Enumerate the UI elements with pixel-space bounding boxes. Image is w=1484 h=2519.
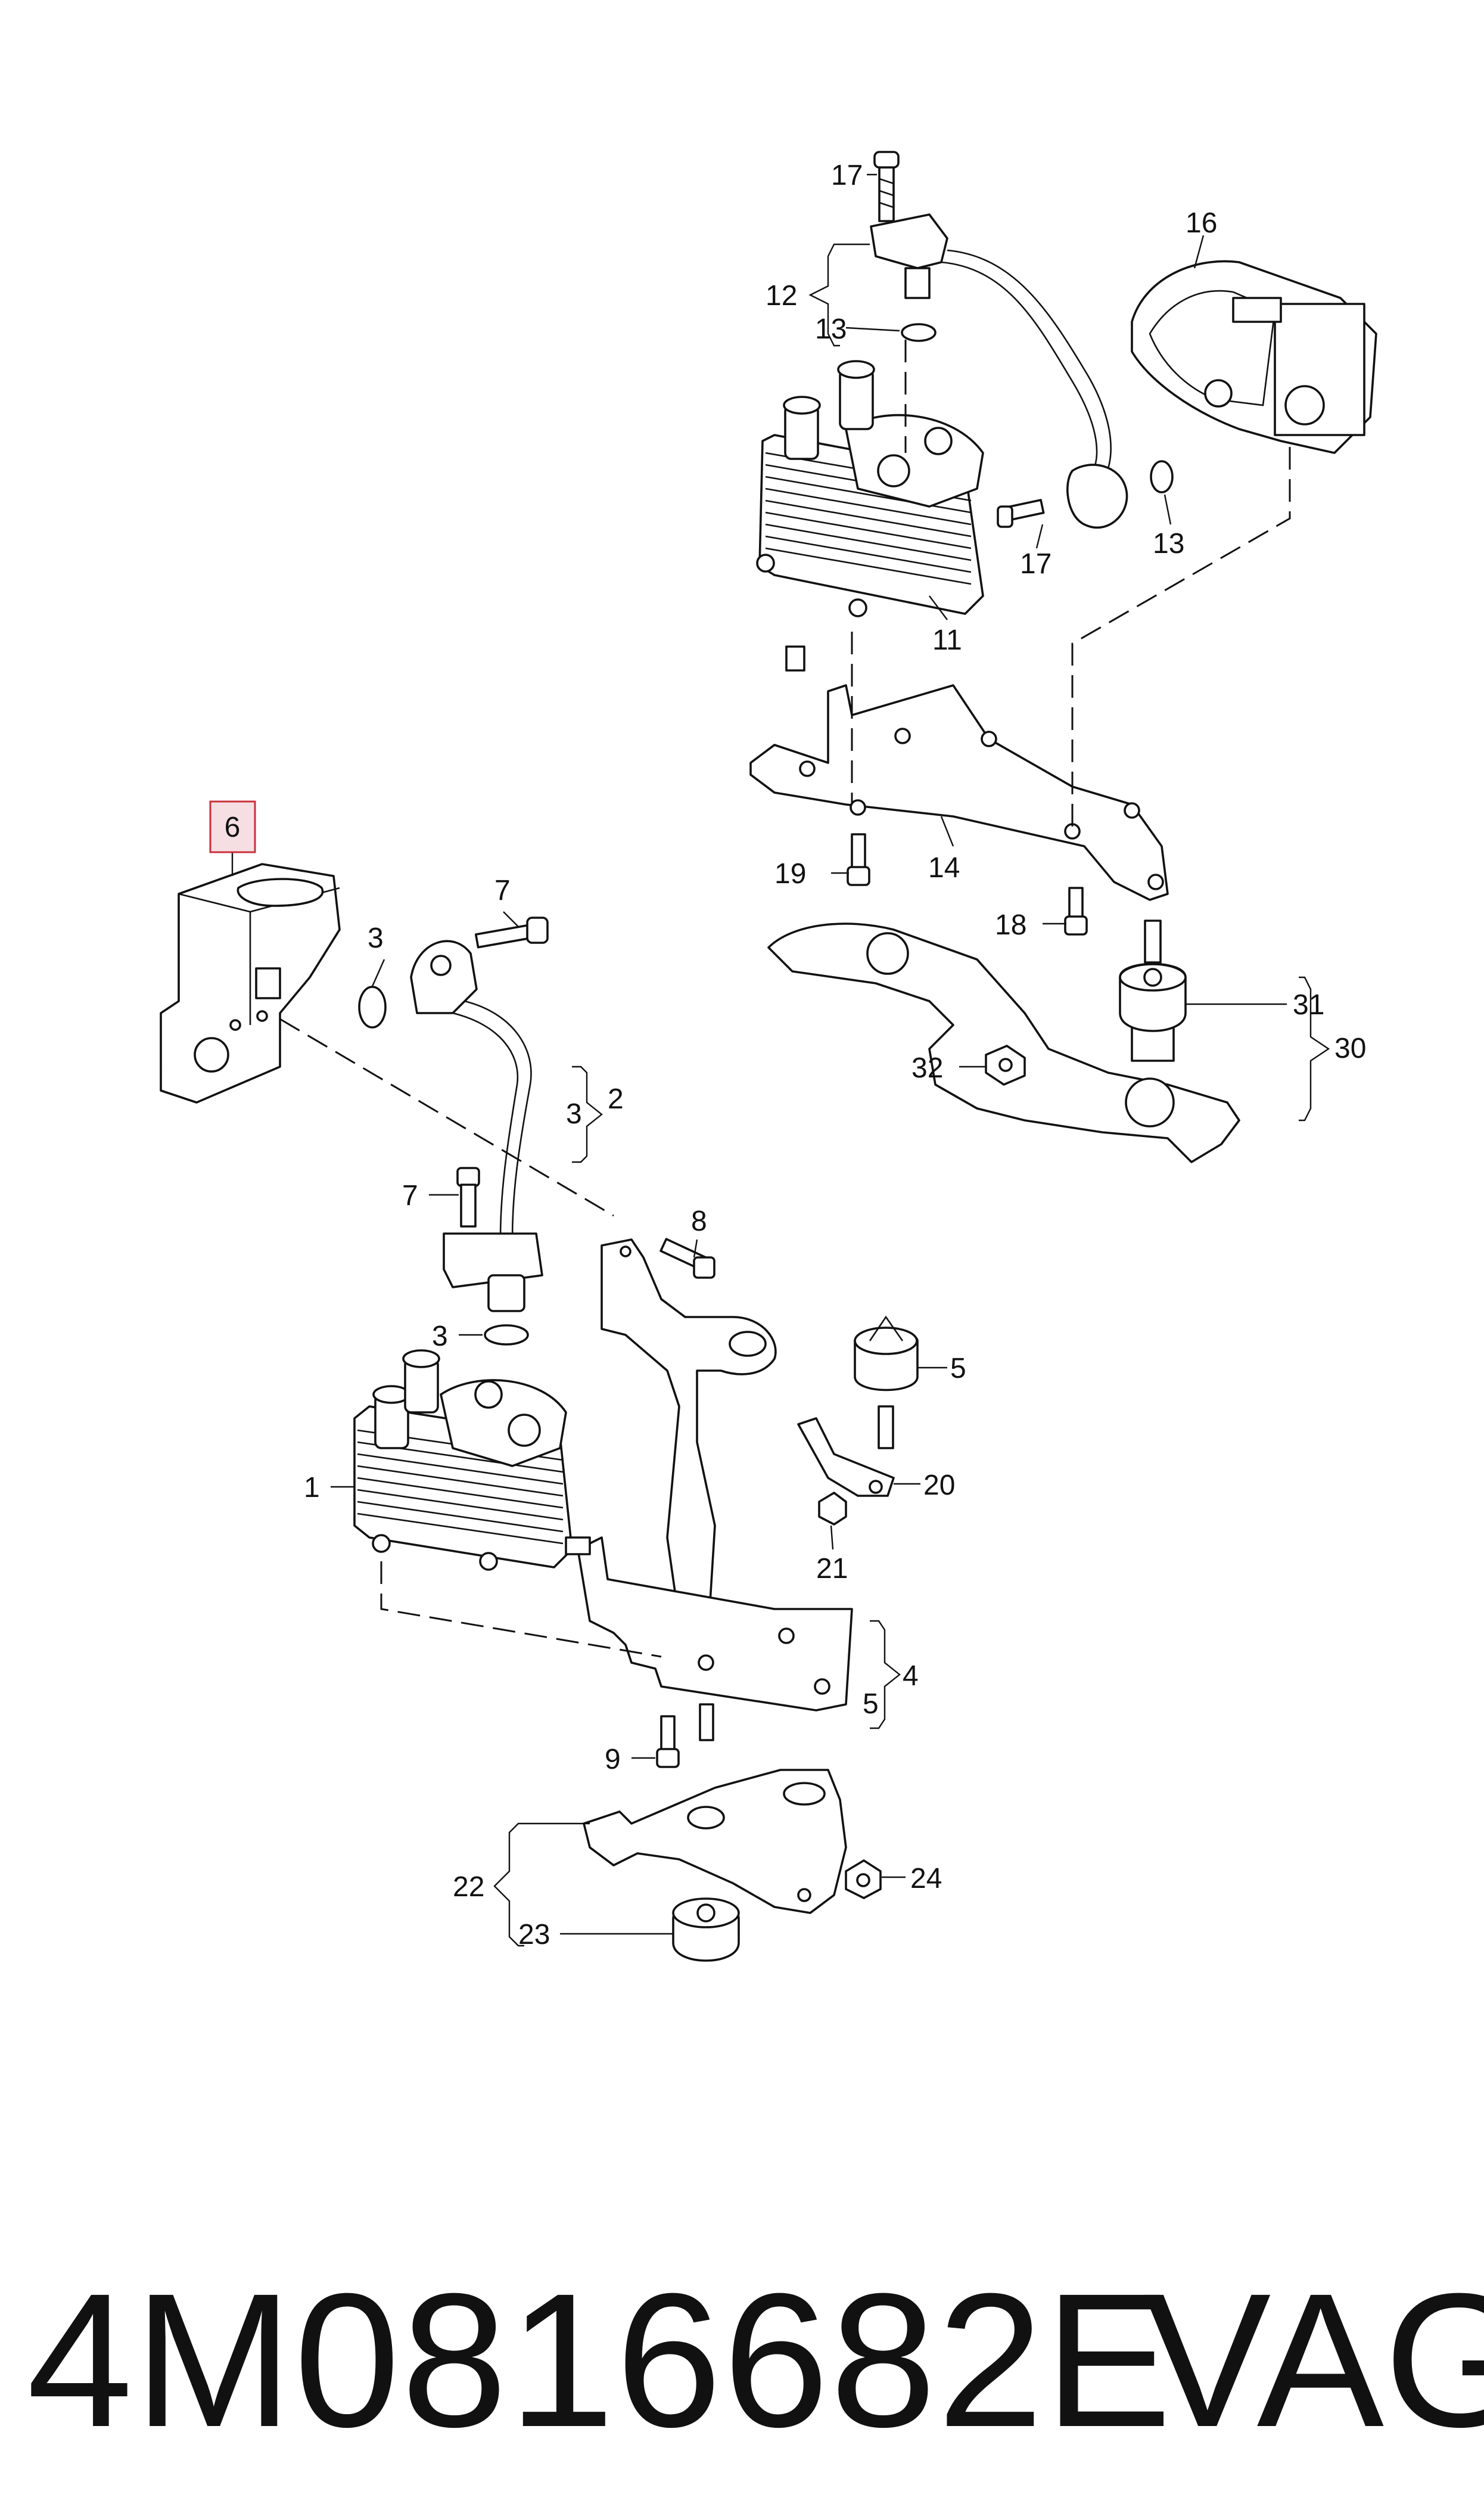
bracket-20 <box>797 1417 895 1497</box>
callout-3-bracket[interactable]: 3 <box>566 1098 582 1130</box>
bolt-7-left <box>456 1167 480 1228</box>
pipe-assembly-2 <box>410 940 543 1312</box>
leader-dash-2 <box>1071 447 1291 828</box>
callout-24[interactable]: 24 <box>910 1863 942 1894</box>
valve-body-6 <box>160 863 341 1104</box>
callout-4[interactable]: 4 <box>903 1660 919 1692</box>
callout-7-top[interactable]: 7 <box>494 875 511 906</box>
bolt-7-top <box>474 917 549 949</box>
callout-17-top[interactable]: 17 <box>831 160 863 191</box>
oil-cooler-11 <box>756 360 984 617</box>
bracket-30 <box>767 923 1240 1163</box>
bolt-17-right <box>997 499 1045 528</box>
callout-19[interactable]: 19 <box>774 858 806 890</box>
leader-dash-5 <box>380 1561 662 1658</box>
callout-8[interactable]: 8 <box>691 1206 707 1237</box>
callout-3-lower[interactable]: 3 <box>432 1321 448 1352</box>
mount-23 <box>672 1897 740 1962</box>
callout-1[interactable]: 1 <box>304 1472 320 1504</box>
callout-7-left[interactable]: 7 <box>402 1180 418 1212</box>
nut-21 <box>818 1492 847 1526</box>
bracket-14 <box>749 645 1169 901</box>
pipe-assembly-12 <box>870 213 1128 529</box>
callout-9[interactable]: 9 <box>605 1744 621 1775</box>
mount-5-upper <box>854 1315 919 1449</box>
callout-21[interactable]: 21 <box>816 1553 848 1585</box>
bolt-18 <box>1064 887 1088 936</box>
callout-18[interactable]: 18 <box>995 909 1026 941</box>
mount-31 <box>1119 920 1187 1032</box>
callout-12[interactable]: 12 <box>766 280 797 312</box>
callout-23[interactable]: 23 <box>518 1919 550 1950</box>
callout-13-right[interactable]: 13 <box>1153 528 1184 560</box>
highlight-box-6 <box>209 800 256 853</box>
callout-5-lower[interactable]: 5 <box>863 1688 879 1720</box>
bolt-17-top <box>873 151 900 222</box>
callout-20[interactable]: 20 <box>923 1470 955 1501</box>
o-ring-13-top <box>901 323 937 342</box>
leader-lines <box>231 173 1330 1947</box>
bracket-8 <box>601 1238 777 1622</box>
bolt-9 <box>656 1703 714 1768</box>
o-ring-3-upper <box>358 986 387 1029</box>
callout-11[interactable]: 11 <box>932 625 962 656</box>
o-ring-3-lower <box>484 1324 529 1346</box>
callout-22[interactable]: 22 <box>453 1871 484 1903</box>
callout-31[interactable]: 31 <box>1293 989 1324 1021</box>
callout-32[interactable]: 32 <box>911 1052 943 1084</box>
callout-5-upper[interactable]: 5 <box>950 1353 966 1384</box>
bracket-4 <box>565 1536 853 1712</box>
nut-24 <box>845 1859 882 1899</box>
oil-cooler-1 <box>353 1349 573 1571</box>
o-ring-13-right <box>1150 460 1174 493</box>
brand-name: VAG <box>1144 2253 1484 2467</box>
nut-32 <box>985 1045 1026 1086</box>
callout-14[interactable]: 14 <box>928 852 960 884</box>
bolt-19 <box>847 833 870 886</box>
callout-2[interactable]: 2 <box>608 1083 624 1115</box>
callout-17-right[interactable]: 17 <box>1020 548 1051 580</box>
callout-30[interactable]: 30 <box>1334 1033 1366 1064</box>
sensor-16 <box>1131 260 1377 454</box>
callout-13-top[interactable]: 13 <box>815 313 847 345</box>
part-number: 4M0816682E <box>27 2253 1173 2467</box>
leader-dash-4 <box>279 1018 614 1217</box>
callout-6[interactable]: 6 <box>225 812 241 843</box>
bracket-22 <box>583 1769 847 1914</box>
callout-16[interactable]: 16 <box>1186 207 1217 239</box>
callout-3-upper[interactable]: 3 <box>368 923 384 954</box>
bolt-8 <box>659 1238 715 1279</box>
